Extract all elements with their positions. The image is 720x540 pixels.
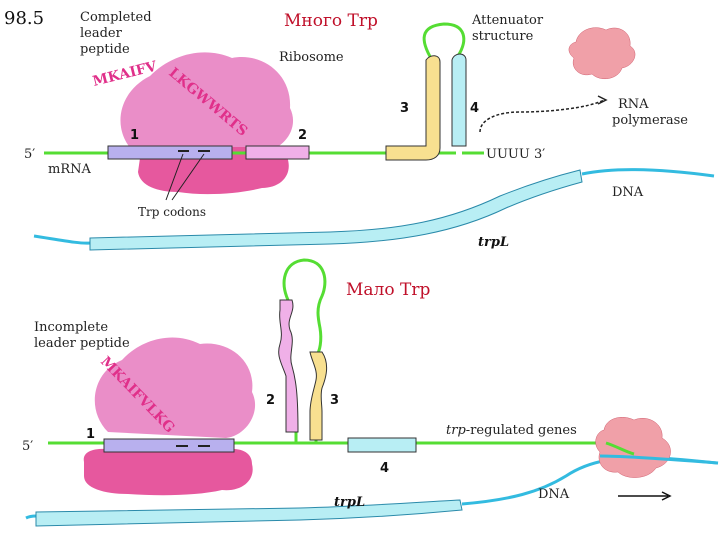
region-4-stem	[451, 53, 467, 147]
trpl-label-bottom: trpL	[334, 495, 365, 510]
ribosome-large-subunit-top	[120, 52, 294, 152]
rna-polymerase-line-2: polymerase	[612, 113, 688, 128]
region-1-number-top: 1	[130, 128, 139, 143]
ribosome-large-subunit-bottom	[94, 337, 256, 438]
trpl-label-top: trpL	[478, 235, 509, 250]
five-prime-bottom: 5′	[22, 439, 33, 454]
rna-polymerase-label: RNA polymerase	[612, 97, 688, 128]
trp-regulated-genes-label: trp-regulated genes	[446, 423, 577, 438]
completed-leader-label: Completed leader peptide	[80, 10, 156, 57]
completed-leader-line-2: leader	[80, 26, 123, 41]
region-3-number-top: 3	[400, 101, 409, 116]
attenuator-line-2: structure	[472, 29, 534, 44]
trp-regulated-suffix: -regulated genes	[466, 423, 577, 438]
release-arrow	[479, 99, 605, 133]
dna-label-top: DNA	[612, 185, 644, 200]
dna-strand-top	[33, 234, 91, 245]
region-2-number-bottom: 2	[266, 393, 275, 408]
attenuator-hairpin-loop	[422, 22, 466, 61]
region-2-stem-bottom	[278, 299, 299, 433]
rna-polymerase-line-1: RNA	[618, 97, 649, 112]
dna-duplex-top	[89, 169, 583, 251]
mrna-label: mRNA	[48, 162, 91, 177]
trp-codon-pointers	[165, 153, 205, 201]
five-prime-top: 5′	[24, 147, 35, 162]
uuuu-tail-label: UUUU 3′	[486, 147, 545, 162]
rna-polymerase-bottom	[595, 417, 671, 478]
dna-strand-top-right	[581, 168, 715, 178]
region-1-box-top	[107, 145, 233, 160]
region-3-stem	[385, 55, 441, 161]
release-arrow-head	[597, 95, 608, 105]
dna-duplex-bottom	[35, 499, 463, 527]
incomplete-leader-line-1: Incomplete	[34, 320, 108, 335]
region-4-number-top: 4	[470, 101, 479, 116]
attenuator-line-1: Attenuator	[471, 13, 544, 28]
region-4-number-bottom: 4	[380, 461, 389, 476]
region-3-stem-bottom	[309, 351, 328, 441]
completed-leader-line-3: peptide	[80, 42, 130, 57]
ribosome-small-subunit-bottom	[83, 448, 253, 496]
region-2-box-top	[245, 145, 310, 160]
dna-strand-bottom-left	[25, 514, 37, 520]
figure-number: 98.5	[4, 8, 44, 29]
attenuator-label: Attenuator structure	[471, 13, 547, 44]
antiterminator-hairpin-loop	[282, 258, 327, 358]
region-1-box-bottom	[103, 438, 235, 453]
bottom-panel-title: Мало Trp	[346, 280, 430, 300]
region-4-box-bottom	[347, 437, 417, 453]
region-2-number-top: 2	[298, 128, 307, 143]
incomplete-leader-label: Incomplete leader peptide	[34, 320, 130, 351]
dna-strand-through-polymerase	[599, 454, 719, 465]
transcription-arrow-head	[661, 491, 672, 501]
rna-polymerase-top	[568, 27, 636, 80]
trp-codons-label: Trp codons	[138, 205, 206, 219]
incomplete-leader-line-2: leader peptide	[34, 336, 130, 351]
trp-prefix: trp	[446, 423, 466, 438]
completed-leader-line-1: Completed	[80, 10, 152, 25]
dna-label-bottom: DNA	[538, 487, 570, 502]
mrna-into-polymerase	[605, 441, 635, 456]
region-3-number-bottom: 3	[330, 393, 339, 408]
top-panel-title: Много Trp	[284, 11, 378, 31]
dna-strand-bottom-right	[461, 456, 719, 506]
region-1-number-bottom: 1	[86, 427, 95, 442]
ribosome-label: Ribosome	[279, 50, 344, 65]
